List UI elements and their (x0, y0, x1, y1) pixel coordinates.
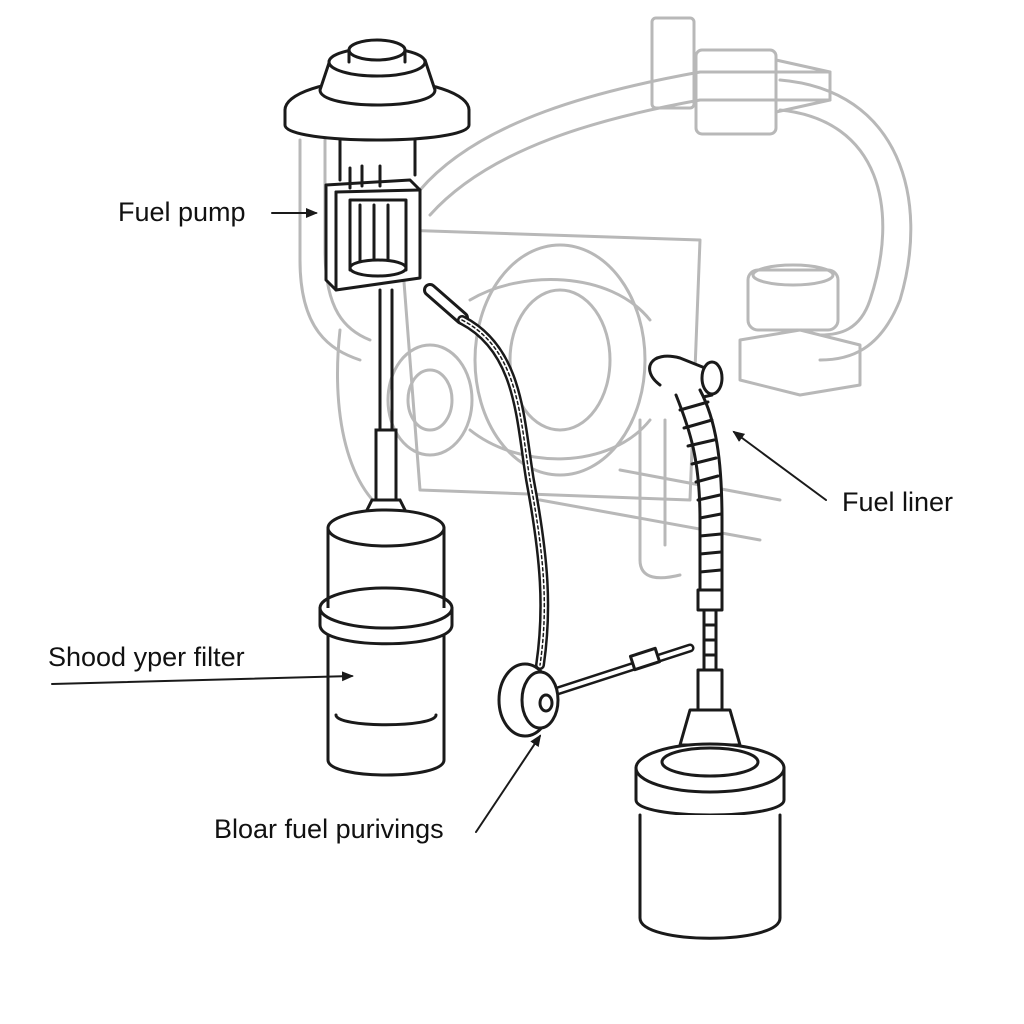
right-filter (634, 742, 786, 940)
purivings-label: Bloar fuel purivings (214, 814, 444, 844)
braided-hose (423, 283, 550, 670)
fuel-pump (283, 38, 471, 292)
fuel-fitting (497, 643, 695, 738)
right-hose (648, 354, 742, 747)
filter-label: Shood yper filter (48, 642, 245, 672)
left-filter (318, 508, 454, 777)
pump-rod (359, 288, 413, 522)
fuel-pump-label: Fuel pump (118, 197, 246, 227)
filter-arrow (51, 671, 354, 685)
engine-background (298, 16, 913, 580)
fuel-liner-arrow (732, 430, 827, 501)
purivings-arrow (475, 734, 542, 833)
leader-lines (51, 208, 827, 833)
fuel-liner-label: Fuel liner (842, 487, 954, 517)
